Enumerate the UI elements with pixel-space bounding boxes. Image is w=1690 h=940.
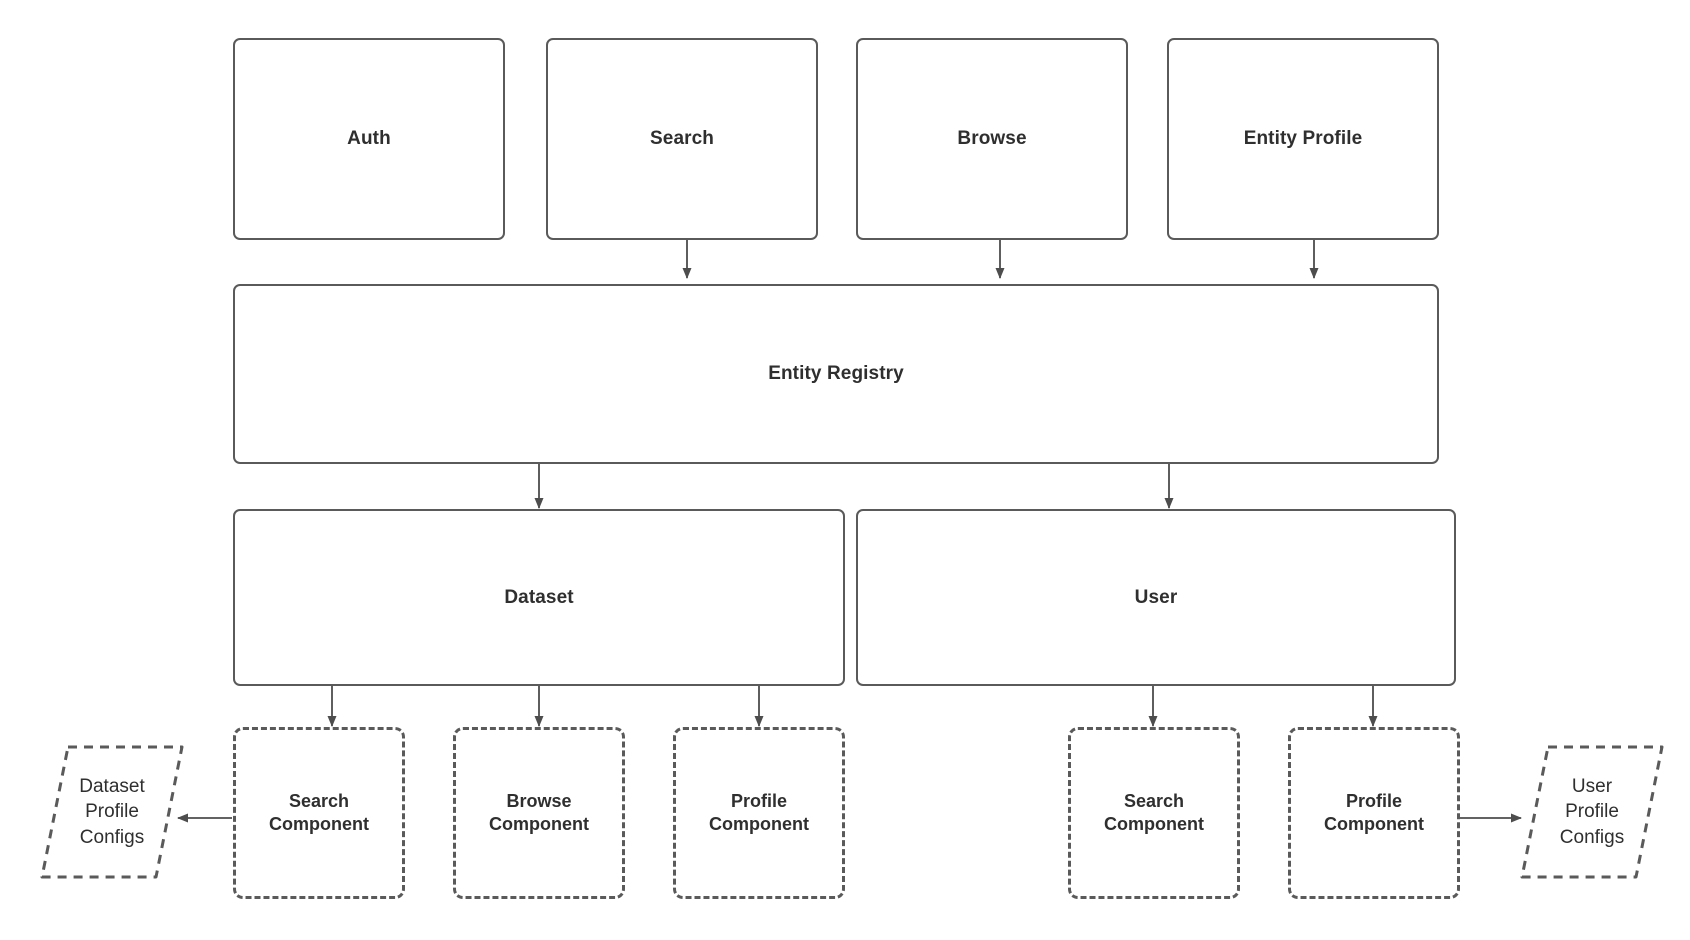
node-browse[interactable]: Browse bbox=[856, 38, 1128, 240]
user-profile-configs-line1: User bbox=[1571, 776, 1613, 798]
node-user-label: User bbox=[1134, 586, 1178, 608]
user-profile-configs-line2: Profile bbox=[1565, 801, 1619, 823]
user-profile-configs-shape bbox=[1520, 745, 1664, 879]
user-profile-component-line1: Profile bbox=[1345, 790, 1402, 811]
dataset-profile-configs-shape bbox=[40, 745, 184, 879]
node-auth[interactable]: Auth bbox=[233, 38, 505, 240]
dataset-profile-configs-line3: Configs bbox=[79, 826, 145, 848]
user-search-component-line2: Component bbox=[1104, 814, 1204, 834]
dataset-browse-component-line1: Browse bbox=[506, 790, 572, 811]
node-dataset-profile-configs[interactable]: Dataset Profile Configs bbox=[38, 743, 186, 881]
user-profile-component-line2: Component bbox=[1324, 814, 1424, 834]
node-dataset-label: Dataset bbox=[504, 586, 574, 608]
node-user-profile-component[interactable]: Profile Component bbox=[1288, 727, 1460, 899]
node-user-search-component[interactable]: Search Component bbox=[1068, 727, 1240, 899]
node-search-label: Search bbox=[650, 128, 714, 149]
dataset-profile-configs-line2: Profile bbox=[85, 801, 139, 823]
node-dataset-search-component[interactable]: Search Component bbox=[233, 727, 405, 899]
node-entity-registry[interactable]: Entity Registry bbox=[233, 284, 1439, 464]
dataset-profile-configs-line1: Dataset bbox=[79, 776, 145, 798]
node-user-profile-configs[interactable]: User Profile Configs bbox=[1518, 743, 1666, 881]
user-profile-configs-text: User Profile Configs bbox=[1560, 774, 1624, 849]
dataset-search-component-line2: Component bbox=[269, 814, 369, 834]
node-entity-registry-label: Entity Registry bbox=[768, 363, 904, 384]
user-profile-configs-line3: Configs bbox=[1559, 826, 1625, 848]
dataset-profile-component-line2: Component bbox=[709, 814, 809, 834]
node-browse-label: Browse bbox=[957, 128, 1027, 149]
dataset-profile-component-line1: Profile bbox=[730, 790, 787, 811]
node-entity-profile[interactable]: Entity Profile bbox=[1167, 38, 1439, 240]
node-dataset[interactable]: Dataset bbox=[233, 509, 845, 686]
node-dataset-profile-component[interactable]: Profile Component bbox=[673, 727, 845, 899]
dataset-search-component-line1: Search bbox=[288, 790, 350, 811]
dataset-browse-component-line2: Component bbox=[489, 814, 589, 834]
node-auth-label: Auth bbox=[347, 128, 391, 149]
node-dataset-browse-component[interactable]: Browse Component bbox=[453, 727, 625, 899]
node-search[interactable]: Search bbox=[546, 38, 818, 240]
node-user[interactable]: User bbox=[856, 509, 1456, 686]
dataset-profile-configs-text: Dataset Profile Configs bbox=[79, 774, 144, 849]
node-entity-profile-label: Entity Profile bbox=[1243, 128, 1363, 149]
user-search-component-line1: Search bbox=[1123, 790, 1185, 811]
